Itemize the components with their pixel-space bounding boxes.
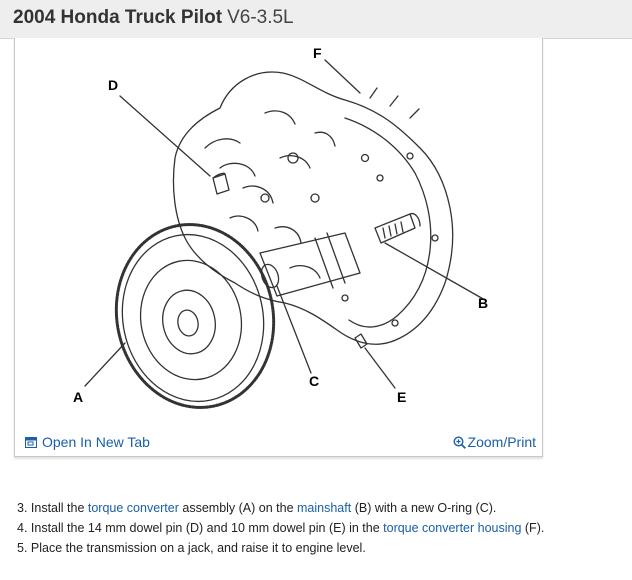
open-in-new-tab-label: Open In New Tab — [42, 434, 150, 450]
dowel-pin-e — [354, 333, 368, 349]
procedure-steps: 3. Install the torque converter assembly… — [17, 498, 627, 558]
open-in-new-tab-link[interactable]: Open In New Tab — [25, 434, 150, 450]
zoom-print-link[interactable]: Zoom/Print — [453, 434, 536, 450]
housing-inner — [344, 117, 432, 328]
callout-f: F — [313, 45, 322, 61]
vehicle-title: 2004 Honda Truck Pilot — [13, 7, 223, 28]
engine-label: V6-3.5L — [227, 7, 294, 28]
callout-d: D — [108, 77, 118, 93]
mainshaft-link[interactable]: mainshaft — [297, 501, 352, 515]
torque-converter-link[interactable]: torque converter — [87, 501, 179, 515]
step-5: 5. Place the transmission on a jack, and… — [17, 541, 366, 555]
callout-c: C — [309, 373, 319, 389]
zoom-in-icon — [453, 435, 466, 449]
o-ring-c — [260, 263, 280, 289]
step-4: 4. Install the 14 mm dowel pin (D) and 1… — [17, 521, 545, 535]
diagram-card: F D B C E A Open In New Tab Zoom/Print — [14, 38, 543, 457]
mainshaft — [374, 212, 421, 244]
zoom-print-label: Zoom/Print — [467, 434, 536, 450]
housing-outline — [172, 71, 454, 345]
new-tab-icon — [25, 436, 37, 448]
torque-converter-housing-link[interactable]: torque converter housing — [383, 521, 522, 535]
callout-e: E — [397, 389, 406, 405]
torque-converter — [114, 223, 276, 409]
torque-converter-diagram: F D B C E A — [73, 45, 488, 409]
step-3: 3. Install the torque converter assembly… — [17, 501, 497, 515]
dowel-pin-d — [212, 172, 230, 195]
callout-b: B — [478, 295, 488, 311]
card-footer: Open In New Tab Zoom/Print — [15, 428, 542, 456]
callout-a: A — [73, 389, 83, 405]
